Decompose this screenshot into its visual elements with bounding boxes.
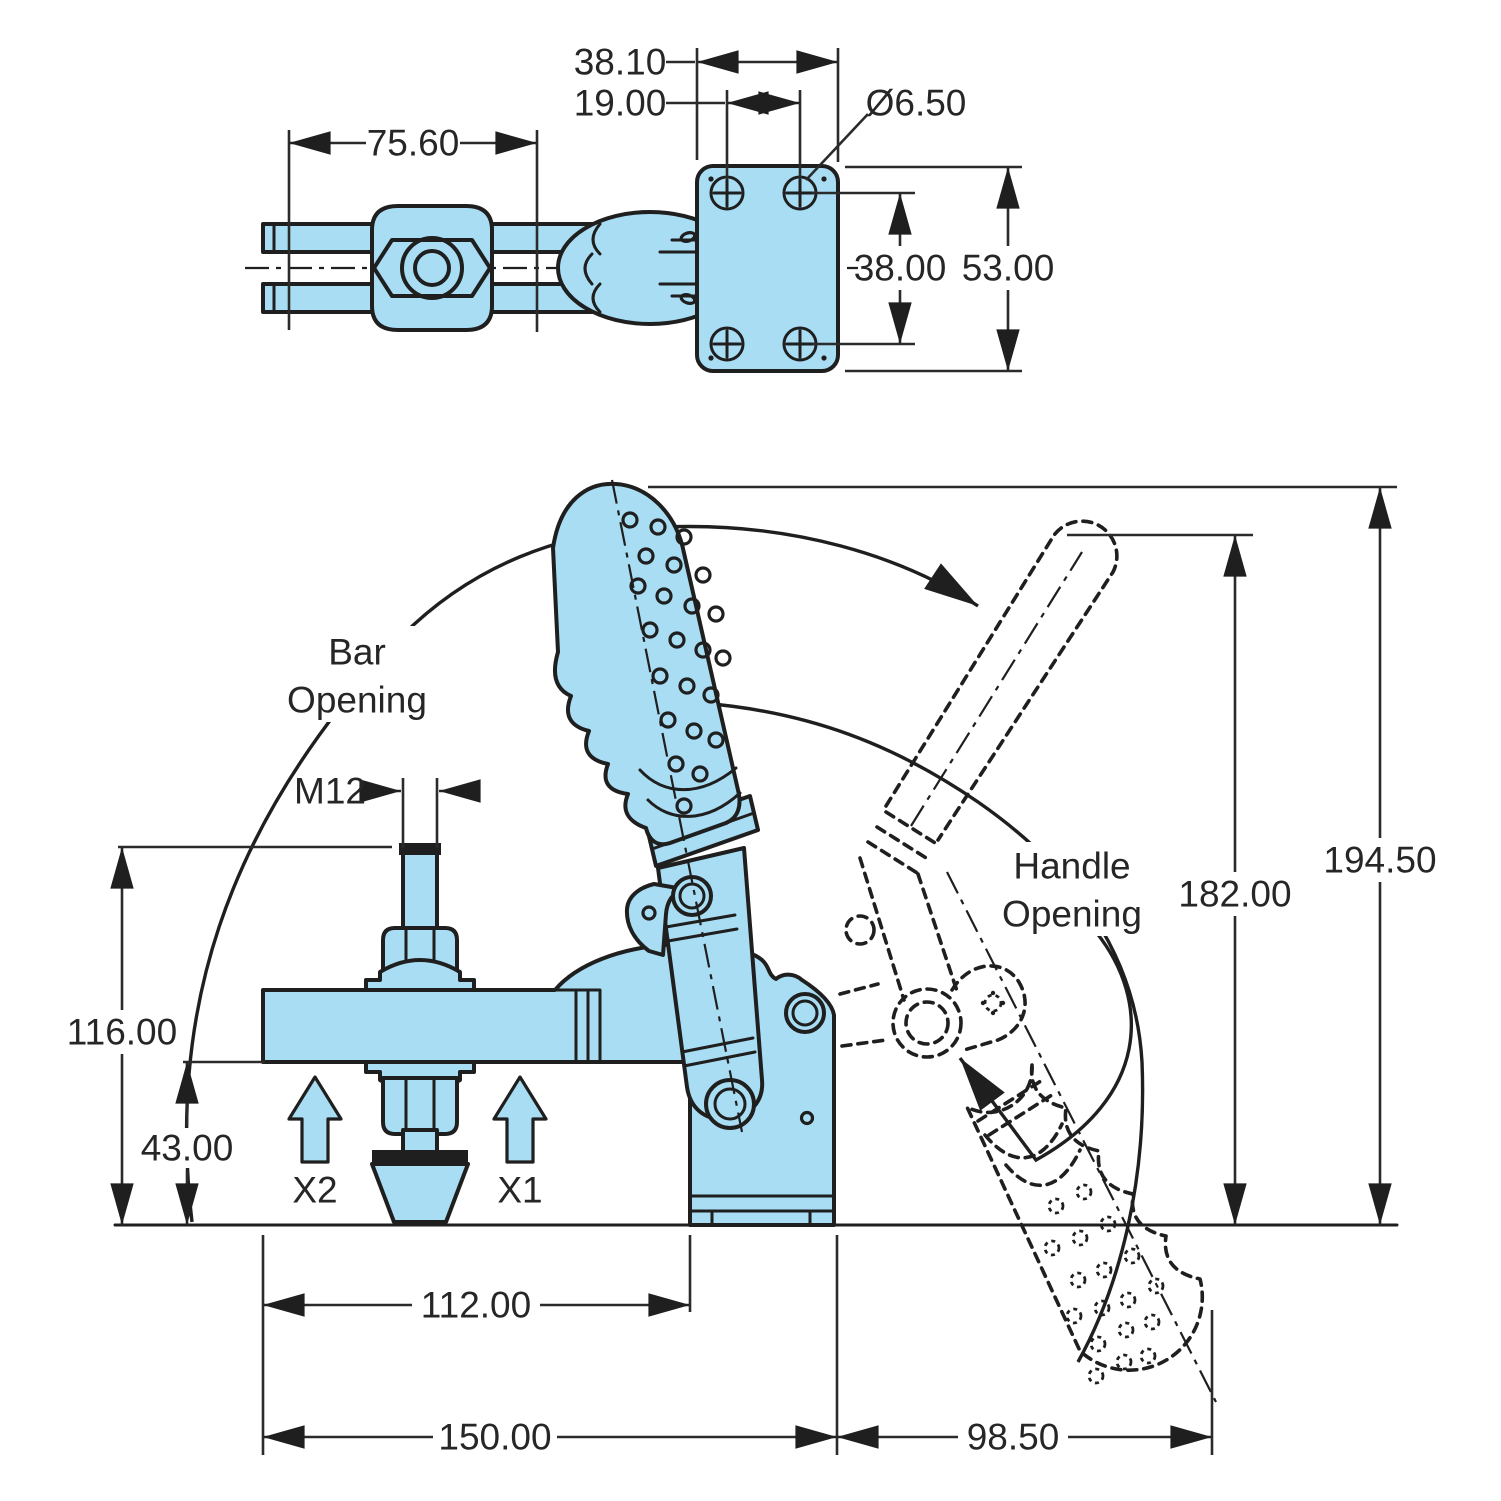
dim-spindle-top-height: 116.00 — [67, 1012, 177, 1053]
top-view: 38.10 19.00 Ø6.50 75.60 38.00 53.00 — [245, 42, 1055, 373]
top-view-dimensions: 38.10 19.00 Ø6.50 75.60 38.00 53.00 — [287, 42, 1055, 373]
spindle-top-cap — [399, 843, 441, 855]
front-view: X2 X1 Bar Opening Handle Opening M12 — [62, 479, 1442, 1458]
x2-arrow — [287, 1075, 343, 1164]
handle-grip — [551, 481, 742, 847]
dim-spindle-thread: M12 — [294, 771, 366, 812]
body-rivet — [799, 1110, 815, 1126]
open-handle-collar — [866, 810, 942, 878]
phillips-screw — [782, 326, 818, 362]
rubber-tip — [370, 1162, 470, 1224]
label-handle-opening-line2: Opening — [1002, 894, 1142, 935]
label-clamp-point-2: X2 — [292, 1170, 337, 1211]
lower-pivot-pin — [704, 1078, 756, 1130]
dim-open-handle-height: 182.00 — [1178, 874, 1291, 915]
dim-overall-reach: 150.00 — [438, 1417, 551, 1458]
dim-plate-hole-span: 38.10 — [574, 42, 667, 83]
dim-handle-reach: 98.50 — [967, 1417, 1060, 1458]
handle-centerline — [610, 479, 744, 1133]
phillips-screw — [709, 175, 745, 211]
open-handle-grip — [965, 1063, 1205, 1372]
open-grip-centerline — [946, 871, 1217, 1403]
handle-opening-leader — [958, 930, 1133, 1163]
spindle-assembly — [364, 843, 476, 1224]
label-handle-opening-line1: Handle — [1013, 846, 1130, 887]
handle-open-phantom — [838, 519, 1217, 1403]
lower-hex-nut — [381, 1076, 459, 1136]
dim-hole-spacing: 19.00 — [574, 83, 667, 124]
phillips-screw — [782, 175, 818, 211]
upper-flange-washer — [364, 958, 476, 992]
dim-hole-diameter: Ø6.50 — [866, 83, 967, 124]
annotations: Bar Opening Handle Opening — [287, 626, 1162, 1163]
dim-bar-length: 75.60 — [367, 123, 460, 164]
open-shaft-centerline — [910, 551, 1083, 827]
hex-nut-top-view — [370, 204, 494, 332]
bar-opening-arc — [184, 524, 979, 1223]
open-pivot-outer — [891, 987, 963, 1059]
open-pivot-inner — [904, 1000, 950, 1046]
open-spindle-hole — [844, 914, 876, 946]
grip-texture — [621, 511, 732, 815]
x1-arrow — [492, 1075, 548, 1164]
clamp-point-arrows: X2 X1 — [287, 1075, 548, 1211]
bracket-rivet — [641, 905, 657, 921]
handle-closed — [551, 479, 765, 1133]
tip-band — [372, 1150, 468, 1164]
label-bar-opening-line2: Opening — [287, 680, 427, 721]
label-clamp-point-1: X1 — [497, 1170, 542, 1211]
dim-overall-height: 194.50 — [1323, 840, 1436, 881]
open-rivet — [983, 993, 1003, 1013]
open-bracket — [950, 964, 1027, 1052]
spindle-rod — [401, 851, 439, 938]
label-bar-opening-line1: Bar — [328, 632, 386, 673]
phillips-screw — [709, 326, 745, 362]
front-view-dimensions: M12 116.00 43.00 112.00 150.00 — [62, 485, 1442, 1458]
dim-bar-reach: 112.00 — [421, 1285, 531, 1326]
open-handle-lever — [858, 856, 960, 1002]
dim-under-bar-clearance: 43.00 — [141, 1128, 234, 1169]
dim-hole-row-spacing: 38.00 — [854, 248, 947, 289]
mounting-plate-top-view — [695, 164, 840, 373]
open-grip-texture — [1043, 1183, 1165, 1385]
open-handle-shaft — [884, 519, 1119, 842]
dim-plate-height: 53.00 — [962, 248, 1055, 289]
